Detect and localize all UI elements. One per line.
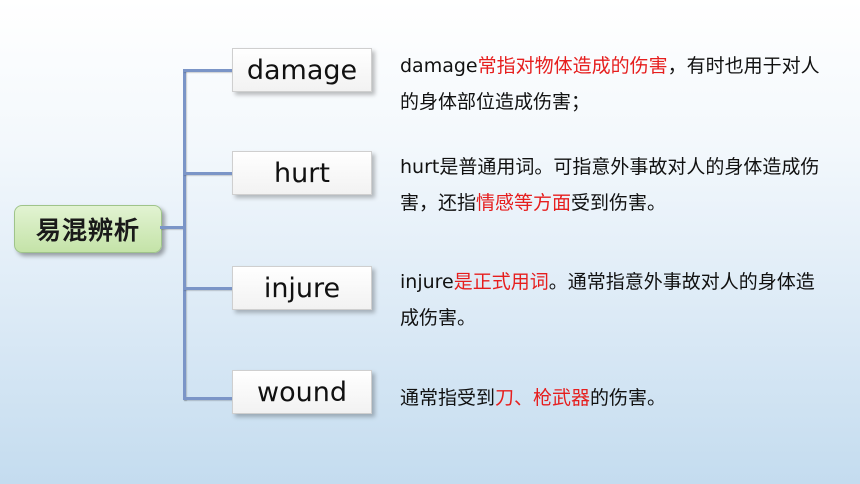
desc-damage: damage常指对物体造成的伤害，有时也用于对人的身体部位造成伤害； bbox=[400, 48, 820, 120]
word-box-wound: wound bbox=[232, 370, 372, 414]
desc-hurt: hurt是普通用词。可指意外事故对人的身体造成伤害，还指情感等方面受到伤害。 bbox=[400, 149, 820, 221]
topic-title: 易混辨析 bbox=[14, 205, 162, 253]
word-box-damage: damage bbox=[232, 48, 372, 92]
word-box-hurt: hurt bbox=[232, 151, 372, 195]
tree-trunk bbox=[183, 69, 186, 400]
desc-hurt-seg-2: 情感等方面 bbox=[476, 192, 572, 214]
desc-wound-seg-2: 刀、枪武器 bbox=[495, 387, 591, 409]
desc-damage-seg-2: 常指对物体造成的伤害 bbox=[477, 55, 668, 77]
desc-injure-seg-1: injure bbox=[400, 271, 454, 293]
branch-damage bbox=[183, 69, 233, 72]
desc-injure-seg-3: 。通常指意外事故对人的身体造成伤害。 bbox=[400, 271, 815, 329]
desc-injure-seg-2: 是正式用词 bbox=[453, 271, 549, 293]
desc-damage-seg-1: damage bbox=[400, 55, 478, 77]
branch-injure bbox=[183, 287, 233, 290]
desc-wound-seg-1: 通常指受到 bbox=[400, 387, 496, 409]
word-box-injure: injure bbox=[232, 266, 372, 310]
desc-injure: injure是正式用词。通常指意外事故对人的身体造成伤害。 bbox=[400, 264, 820, 336]
branch-hurt bbox=[183, 172, 233, 175]
desc-wound-seg-3: 的伤害。 bbox=[590, 387, 667, 409]
desc-wound: 通常指受到刀、枪武器的伤害。 bbox=[400, 380, 820, 416]
desc-hurt-seg-1: hurt是普通用词。可指意外事故对人的身体造成伤害，还指 bbox=[400, 156, 820, 214]
branch-wound bbox=[183, 397, 233, 400]
desc-damage-seg-3: ，有时也用于对人的身体部位造成伤害； bbox=[400, 55, 820, 113]
desc-hurt-seg-3: 受到伤害。 bbox=[571, 192, 667, 214]
title-connector bbox=[160, 226, 184, 229]
